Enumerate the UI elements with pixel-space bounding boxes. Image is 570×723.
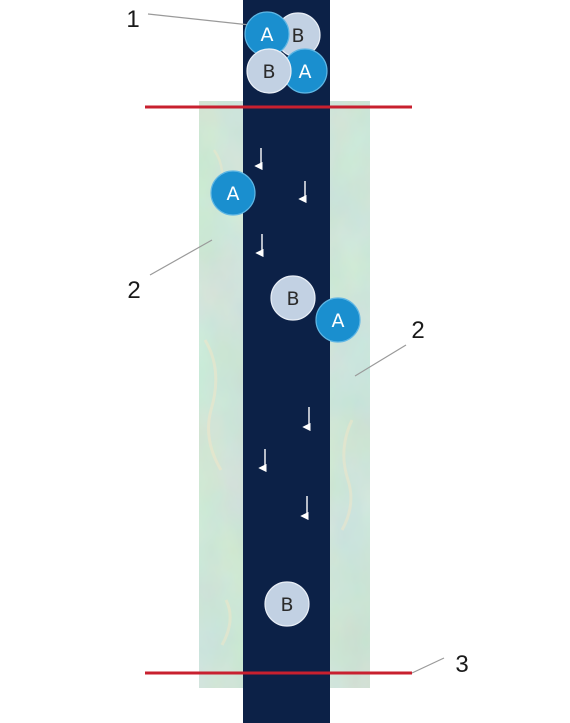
particle-b-circle <box>264 581 310 627</box>
callout-wall-right: 2 <box>411 317 424 344</box>
particle-b-label: B <box>262 61 275 83</box>
particle-b: B <box>264 581 310 627</box>
particle-b: B <box>246 48 292 94</box>
flow-arrows <box>254 148 311 521</box>
particle-a: A <box>315 297 361 343</box>
particle-b-label: B <box>291 25 304 47</box>
particle-a-label: A <box>299 61 312 83</box>
particle-b-circle <box>270 275 316 321</box>
particle-a-circle <box>210 170 256 216</box>
particle-b-circle <box>246 48 292 94</box>
leader-line-wall-right <box>354 344 407 377</box>
sample-mixture: B A A B <box>244 11 328 94</box>
separating-particles: A B A B <box>210 170 361 627</box>
leader-line-outlet <box>411 657 445 674</box>
leader-line-wall-left <box>149 239 213 276</box>
particle-b-label: B <box>286 288 299 310</box>
particle-a: A <box>244 11 290 57</box>
particle-a-label: A <box>332 310 345 332</box>
callout-inlet: 1 <box>126 6 139 33</box>
particle-b: B <box>270 275 316 321</box>
leader-lines <box>147 13 445 674</box>
particle-a-circle <box>315 297 361 343</box>
leader-line-inlet <box>147 13 251 26</box>
wall-streak <box>220 599 232 646</box>
callout-wall-left: 2 <box>127 277 140 304</box>
wall-streak <box>340 419 354 531</box>
particle-b-label: B <box>280 594 293 616</box>
particle-a-label: A <box>227 183 240 205</box>
stationary-phase-right-texture <box>330 101 370 688</box>
particle-a: A <box>282 48 328 94</box>
wall-streak <box>203 339 223 471</box>
particle-a: A <box>210 170 256 216</box>
callout-outlet: 3 <box>455 651 468 678</box>
particle-a-label: A <box>261 24 274 46</box>
